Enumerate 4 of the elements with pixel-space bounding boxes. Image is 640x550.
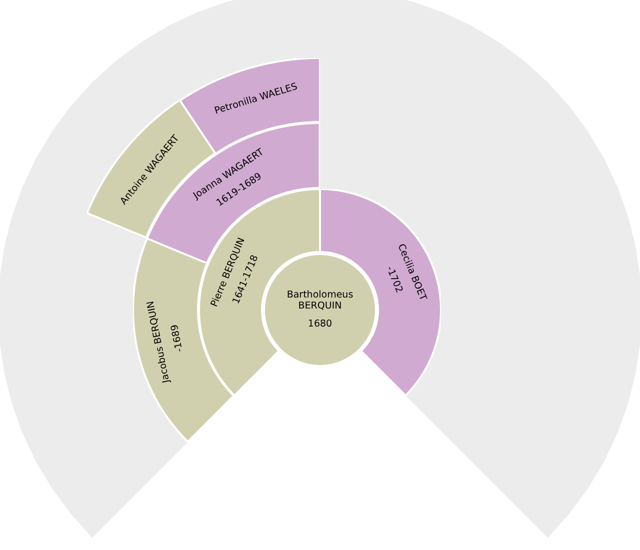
person-name: Bartholomeus BERQUIN [286,290,354,312]
person-circle [263,253,377,367]
life-dates: 1680 [308,318,332,330]
life-dates: -1689 [170,323,187,353]
